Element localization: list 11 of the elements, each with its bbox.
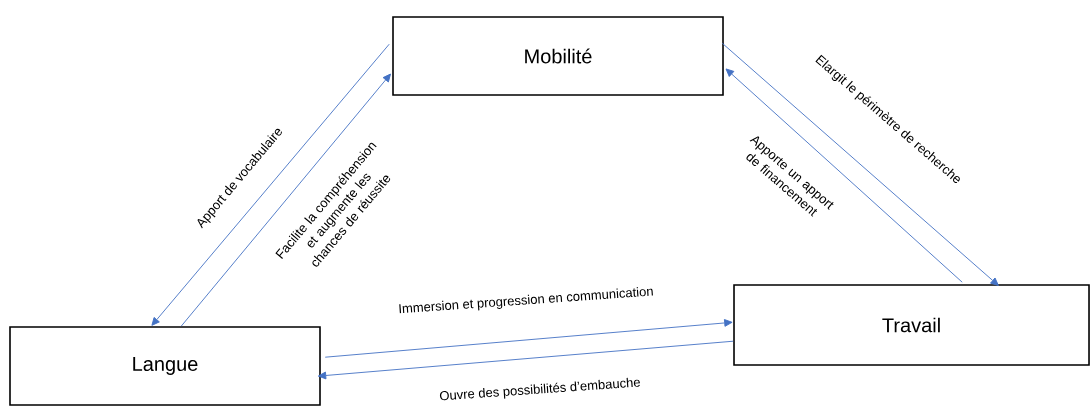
arrow xyxy=(151,43,390,326)
arrow xyxy=(721,42,999,286)
box: Travail xyxy=(733,284,1090,366)
arrow xyxy=(324,319,733,358)
arrow xyxy=(725,68,963,283)
box: Langue xyxy=(9,326,321,406)
arrow xyxy=(180,73,391,327)
edge-label: Immersion et progression en communication xyxy=(399,287,653,314)
box: Mobilité xyxy=(392,16,724,96)
edge-label: Ouvre des possibilités d’embauche xyxy=(439,377,640,401)
arrow xyxy=(317,340,734,380)
